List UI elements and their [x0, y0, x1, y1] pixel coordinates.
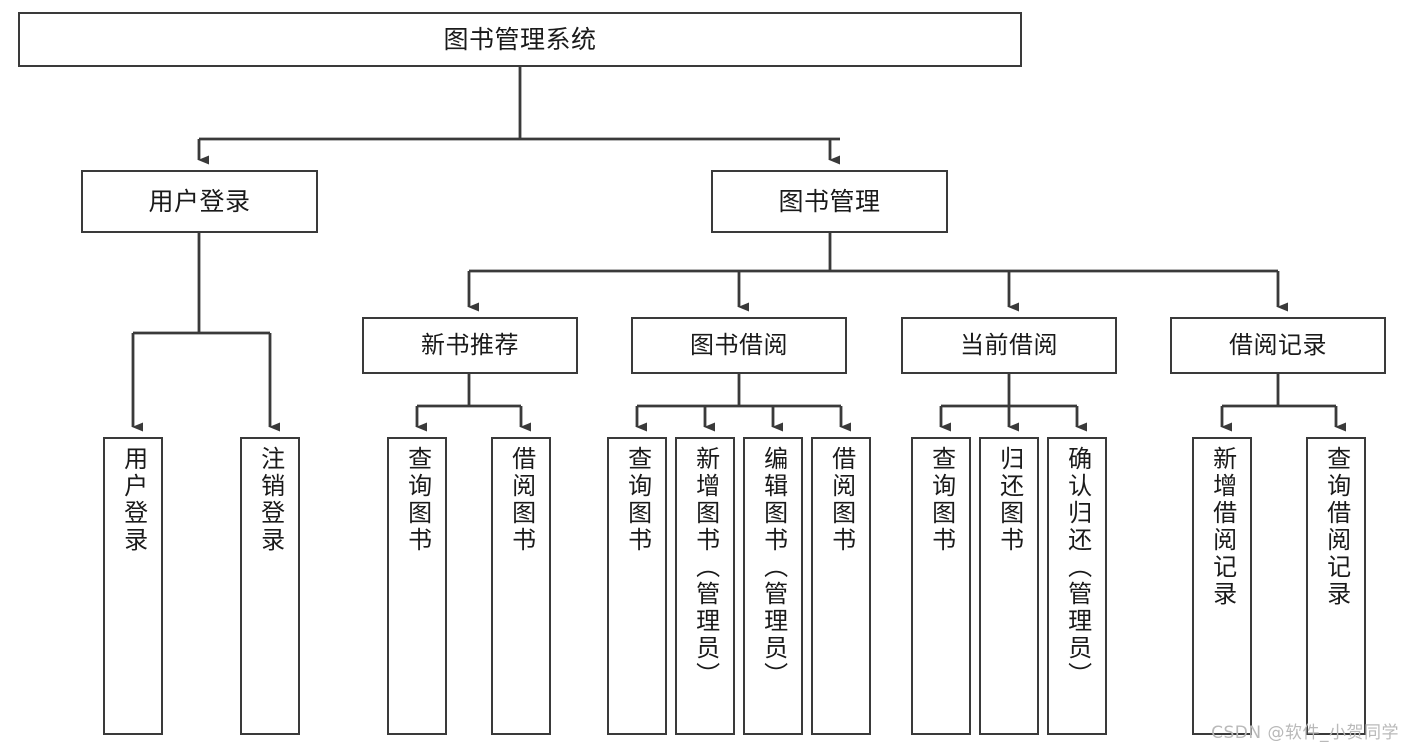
- node-root-book-management-system[interactable]: 图书管理系统: [18, 12, 1022, 67]
- node-book-borrow[interactable]: 图书借阅: [631, 317, 847, 374]
- node-label: 新增图书（管理员）: [691, 446, 720, 689]
- node-leaf-query-book-recommend[interactable]: 查询图书: [387, 437, 447, 735]
- node-leaf-user-login[interactable]: 用户登录: [103, 437, 163, 735]
- node-leaf-add-book-admin[interactable]: 新增图书（管理员）: [675, 437, 735, 735]
- node-leaf-confirm-return-admin[interactable]: 确认归还（管理员）: [1047, 437, 1107, 735]
- csdn-watermark: CSDN @软件_小贺同学: [1211, 723, 1399, 743]
- node-label: 查询借阅记录: [1322, 446, 1351, 608]
- node-label: 借阅图书: [827, 446, 856, 554]
- node-label: 编辑图书（管理员）: [759, 446, 788, 689]
- node-current-borrow[interactable]: 当前借阅: [901, 317, 1117, 374]
- node-leaf-add-borrow-record[interactable]: 新增借阅记录: [1192, 437, 1252, 735]
- node-borrow-record[interactable]: 借阅记录: [1170, 317, 1386, 374]
- node-label: 查询图书: [403, 446, 432, 554]
- node-label: 图书借阅: [690, 331, 788, 360]
- node-leaf-query-book-borrow[interactable]: 查询图书: [607, 437, 667, 735]
- node-label: 图书管理: [778, 186, 881, 216]
- node-leaf-logout[interactable]: 注销登录: [240, 437, 300, 735]
- node-label: 归还图书: [995, 446, 1024, 554]
- node-label: 注销登录: [256, 446, 285, 554]
- node-new-book-recommend[interactable]: 新书推荐: [362, 317, 578, 374]
- node-book-manage[interactable]: 图书管理: [711, 170, 948, 233]
- node-leaf-edit-book-admin[interactable]: 编辑图书（管理员）: [743, 437, 803, 735]
- node-label: 确认归还（管理员）: [1063, 446, 1092, 689]
- node-leaf-query-borrow-record[interactable]: 查询借阅记录: [1306, 437, 1366, 735]
- node-label: 图书管理系统: [443, 24, 597, 54]
- node-leaf-query-book-current[interactable]: 查询图书: [911, 437, 971, 735]
- node-label: 新书推荐: [421, 331, 519, 360]
- node-leaf-return-book[interactable]: 归还图书: [979, 437, 1039, 735]
- node-label: 当前借阅: [960, 331, 1058, 360]
- node-label: 借阅记录: [1229, 331, 1327, 360]
- node-label: 用户登录: [148, 186, 251, 216]
- node-leaf-borrow-book-recommend[interactable]: 借阅图书: [491, 437, 551, 735]
- node-label: 查询图书: [623, 446, 652, 554]
- node-label: 查询图书: [927, 446, 956, 554]
- node-label: 新增借阅记录: [1208, 446, 1237, 608]
- node-leaf-borrow-book[interactable]: 借阅图书: [811, 437, 871, 735]
- node-label: 借阅图书: [507, 446, 536, 554]
- node-user-login[interactable]: 用户登录: [81, 170, 318, 233]
- node-label: 用户登录: [119, 446, 148, 554]
